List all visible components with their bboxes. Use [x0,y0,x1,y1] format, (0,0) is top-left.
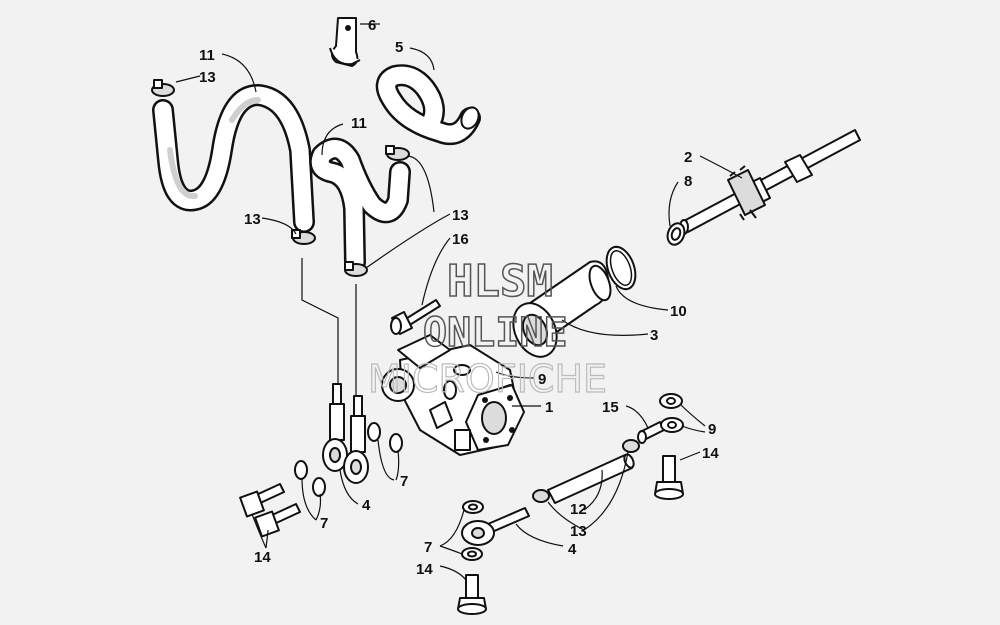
banjo-fitting-part-4-left-b [343,395,369,484]
callout-11-left: 11 [199,47,215,64]
washers-part-7-left [294,422,403,497]
callout-13-mid-left: 13 [244,211,261,228]
washer-part-8 [666,222,686,246]
bolt-part-14-right [654,455,684,500]
callout-14-lower: 14 [416,561,433,578]
callout-7-lower: 7 [424,539,432,556]
hose-part-11-left [152,84,315,233]
callout-labels: 6 5 11 13 11 13 13 16 2 8 10 3 9 1 15 9 … [199,17,719,578]
hose-clamp-13-mid-right [385,145,410,161]
watermark: HLSM ONLINE MICROFICHE [367,255,607,401]
callout-11-middle: 11 [351,115,367,132]
callout-13-mid-right: 13 [452,207,469,224]
callout-1: 1 [545,399,553,416]
watermark-line-3: MICROFICHE [368,357,607,401]
drive-shaft-part-2 [679,129,861,235]
hose-clamp-13-lower-right [532,439,640,503]
callout-9-upper: 9 [538,371,546,388]
banjo-fitting-part-4-left-a [322,383,348,472]
callout-2: 2 [684,149,692,166]
callout-4-left: 4 [362,497,371,514]
callout-7-left: 7 [320,515,328,532]
callout-5: 5 [395,39,403,56]
bolts-part-14-left [239,483,301,538]
callout-15: 15 [602,399,619,416]
washers-part-7-lower [461,500,484,561]
callout-13-top-left: 13 [199,69,216,86]
callout-7-middle: 7 [400,473,408,490]
leader-lines [175,23,743,581]
tube-part-12 [547,453,635,504]
callout-9-right: 9 [708,421,716,438]
hose-part-11-middle [309,137,411,273]
callout-4-lower: 4 [568,541,577,558]
banjo-fitting-part-4-lower [461,507,530,546]
hose-part-5 [375,64,481,146]
pump-housing-part-3 [512,260,612,358]
callout-14-left: 14 [254,549,271,566]
bolt-part-16 [390,299,441,335]
watermark-line-2: ONLINE [423,310,568,356]
callout-6: 6 [368,17,376,34]
o-ring-part-10 [605,245,637,291]
watermark-line-1: HLSM [447,256,553,307]
callout-14-right: 14 [702,445,719,462]
bolt-part-14-lower [457,574,487,615]
oil-pump-part-1 [381,334,525,456]
callout-13-lower: 13 [570,523,587,540]
callout-8: 8 [684,173,692,190]
callout-3: 3 [650,327,658,344]
washers-part-9-right [659,393,684,433]
hose-clamp-13-lower [344,261,368,277]
bracket-part-6 [329,17,361,67]
callout-10: 10 [670,303,687,320]
hose-clamp-13-top-left [151,79,175,97]
callout-12: 12 [570,501,587,518]
callout-16: 16 [452,231,469,248]
